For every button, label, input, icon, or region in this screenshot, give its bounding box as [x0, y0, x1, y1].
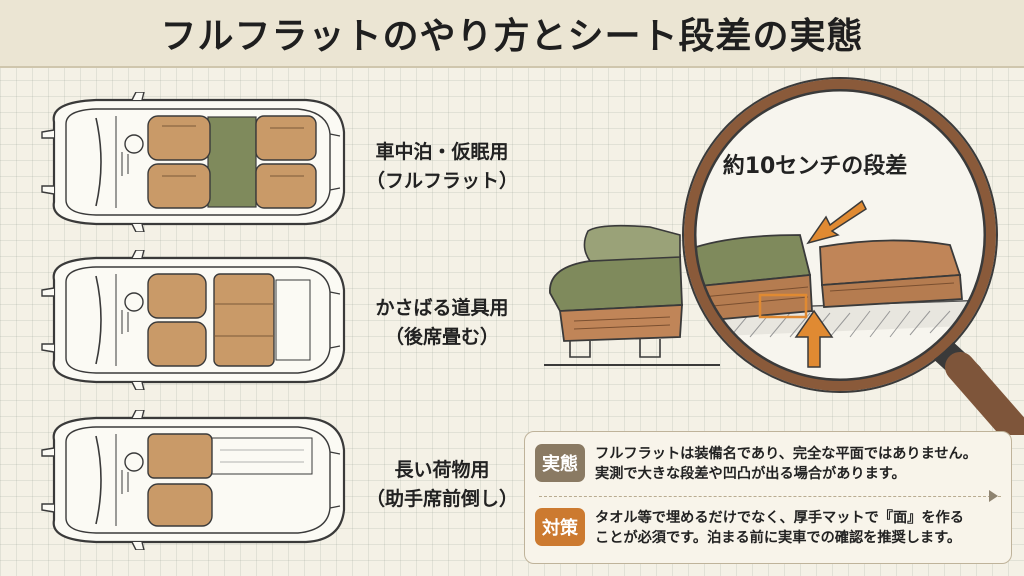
- mode-label-line2: （後席畳む）: [384, 325, 499, 348]
- lens-rim-outer: [693, 88, 987, 382]
- mode-label-line1: かさばる道具用: [375, 297, 509, 319]
- fact-badge: 実態: [535, 444, 585, 482]
- divider: [539, 496, 1001, 497]
- fact-text-line1: フルフラットは装備名であり、完全な平面ではありません。: [595, 446, 977, 462]
- fact-text: フルフラットは装備名であり、完全な平面ではありません。 実測で大きな段差や凹凸が…: [595, 444, 1005, 484]
- step-highlight: [758, 293, 808, 319]
- mode-label-line2: （フルフラット）: [365, 169, 518, 192]
- magnifier-handle: [922, 330, 1024, 446]
- car-top-view-passenger-folded: [36, 410, 356, 550]
- rear-seat-left: [255, 115, 317, 161]
- mode-label-line1: 長い荷物用: [394, 459, 490, 481]
- flat-mat-green: [207, 116, 257, 208]
- driver-seat: [147, 483, 213, 527]
- lens-rim: [684, 79, 996, 391]
- seat-step-illustration: [530, 75, 1024, 446]
- car-top-view-full-flat: [36, 92, 356, 232]
- front-seat-right: [147, 321, 207, 367]
- lens-label: 約10センチの段差: [722, 154, 908, 179]
- mode-label-line1: 車中泊・仮眠用: [375, 141, 509, 163]
- front-seat-right: [147, 163, 211, 209]
- car-top-view-rear-folded: [36, 250, 356, 390]
- fact-text-line2: 実測で大きな段差や凹凸が出る場合があります。: [595, 466, 906, 482]
- magnifier-illustration: [544, 77, 1024, 446]
- mode-label-rear-folded: かさばる道具用 （後席畳む）: [352, 294, 532, 351]
- mode-label-passenger-folded: 長い荷物用 （助手席前倒し）: [352, 456, 532, 513]
- measure-text-line1: タオル等で埋めるだけでなく、厚手マットで『面』を作る: [595, 510, 964, 526]
- car-diagram-rear-folded: [36, 250, 356, 390]
- arrow-top: [806, 199, 867, 245]
- divider-arrow-icon: [989, 490, 998, 502]
- arrow-bottom: [794, 309, 834, 368]
- passenger-seat-folded: [147, 433, 213, 479]
- front-seat-left: [147, 273, 207, 319]
- car-diagram-passenger-folded: [36, 410, 356, 550]
- lens-content: [695, 90, 985, 380]
- info-panel: 実態 フルフラットは装備名であり、完全な平面ではありません。 実測で大きな段差や…: [524, 431, 1012, 564]
- measure-row: 対策 タオル等で埋めるだけでなく、厚手マットで『面』を作る ことが必須です。泊ま…: [535, 508, 1005, 548]
- front-seat-left: [147, 115, 211, 161]
- title-bar: フルフラットのやり方とシート段差の実態: [0, 0, 1024, 68]
- measure-text: タオル等で埋めるだけでなく、厚手マットで『面』を作る ことが必須です。泊まる前に…: [595, 508, 1005, 548]
- page-title: フルフラットのやり方とシート段差の実態: [160, 16, 864, 57]
- car-diagram-full-flat: [36, 92, 356, 232]
- mode-label-line2: （助手席前倒し）: [365, 487, 518, 510]
- rear-seat-right: [255, 163, 317, 209]
- rear-seat-folded: [213, 273, 275, 367]
- fact-row: 実態 フルフラットは装備名であり、完全な平面ではありません。 実測で大きな段差や…: [535, 444, 1005, 484]
- measure-text-line2: ことが必須です。泊まる前に実車での確認を推奨します。: [595, 530, 962, 546]
- seat-outside: [544, 224, 720, 366]
- measure-badge: 対策: [535, 508, 585, 546]
- mode-label-full-flat: 車中泊・仮眠用 （フルフラット）: [352, 138, 532, 195]
